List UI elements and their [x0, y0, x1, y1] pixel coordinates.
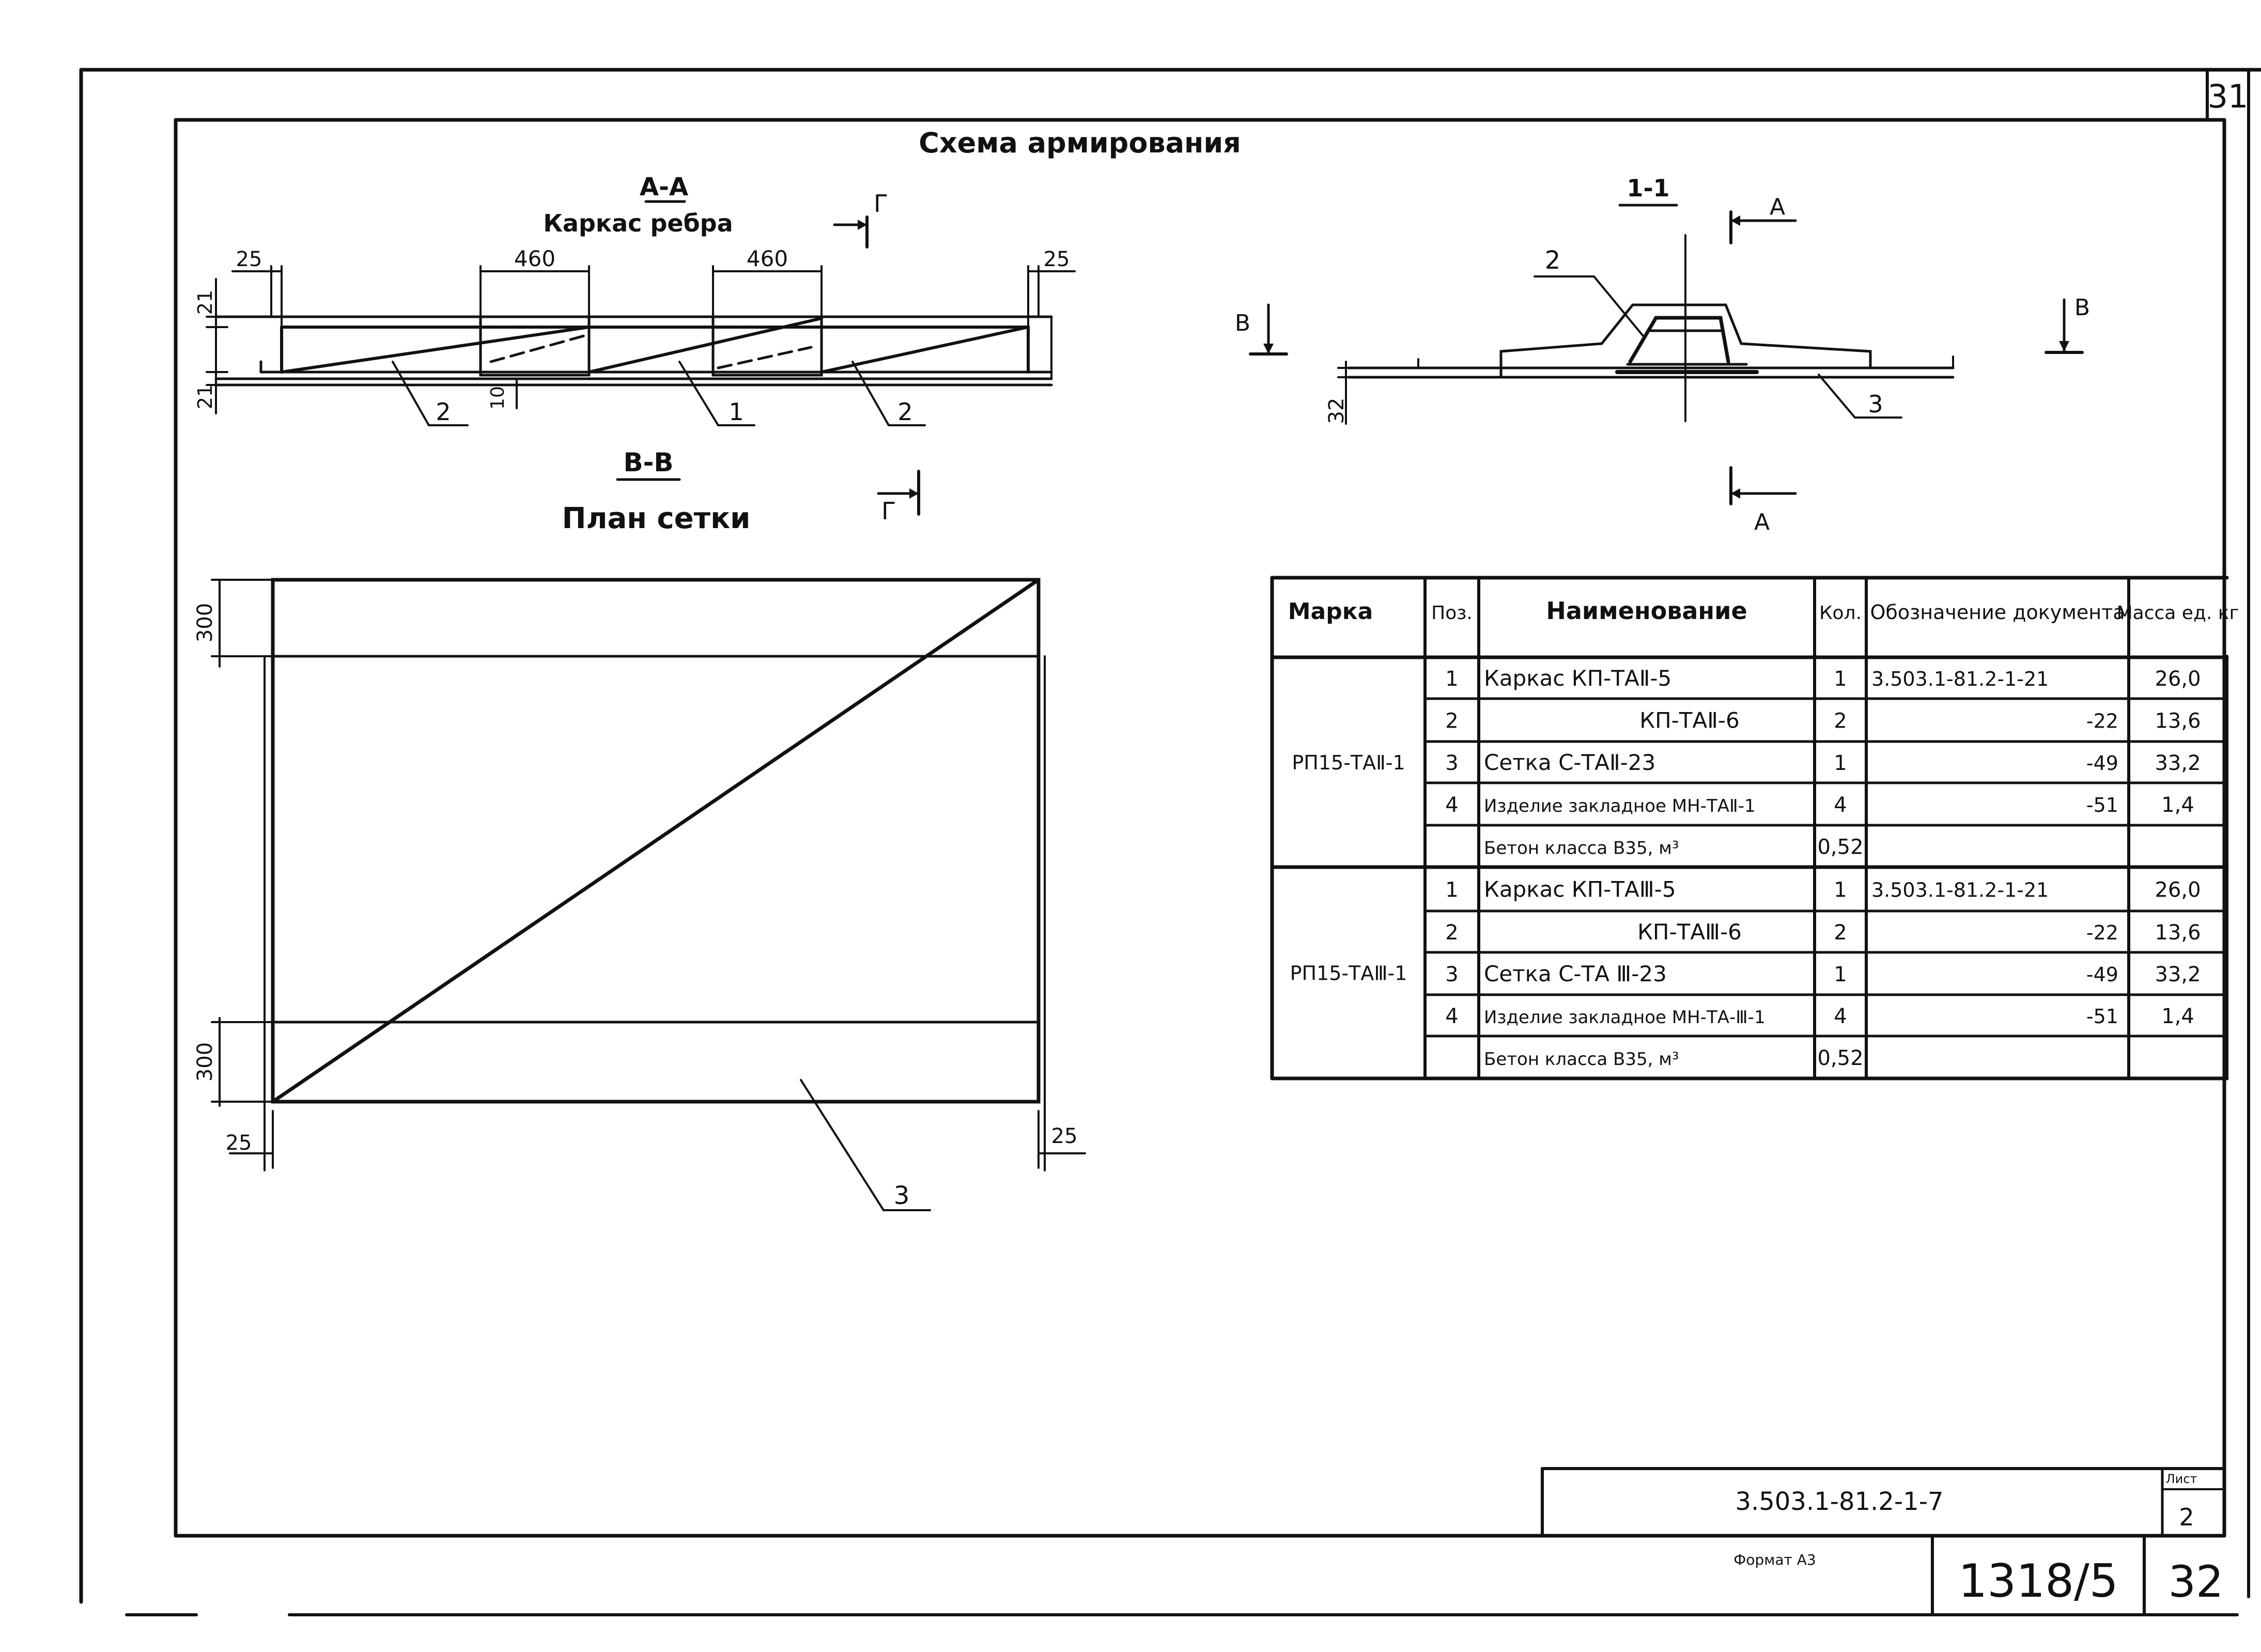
aa-dim-right: 25 [1044, 248, 1070, 271]
spec-pos: 2 [1445, 921, 1458, 945]
spec-name: Сетка С-ТА Ⅲ-23 [1484, 961, 1667, 986]
spec-pos: 3 [1445, 751, 1458, 775]
spec-name: Каркас КП-ТАⅢ-5 [1484, 877, 1676, 902]
spec-qty: 4 [1834, 793, 1847, 817]
aa-dim-h-top: 21 [194, 290, 216, 315]
spec-pos: 1 [1445, 667, 1458, 691]
spec-mass: 1,4 [2161, 793, 2194, 817]
spec-qty: 0,52 [1817, 836, 1863, 859]
title-sheet-no: 2 [2179, 1503, 2194, 1531]
aa-dim-seg2: 460 [747, 246, 788, 271]
spec-doc: -51 [2086, 1005, 2118, 1028]
cut-g-top: Г [833, 190, 888, 249]
aa-callout-2b: 2 [897, 398, 912, 426]
spec-qty: 0,52 [1817, 1046, 1863, 1070]
spec-mark: РП15-ТАⅡ-1 [1292, 751, 1405, 774]
aa-dim-left: 25 [236, 248, 262, 271]
spec-doc: 3.503.1-81.2-1-21 [1871, 879, 2049, 902]
th-qty: Кол. [1819, 603, 1862, 624]
title-page: 32 [2169, 1556, 2224, 1607]
th-mass: Масса ед. кг [2117, 603, 2239, 624]
spec-qty: 2 [1834, 921, 1847, 945]
th-doc: Обозначение документа [1870, 601, 2125, 624]
spec-mass: 33,2 [2155, 751, 2201, 775]
vv-dim-left: 25 [226, 1131, 252, 1155]
spec-mass: 13,6 [2155, 921, 2201, 945]
cut-g-bottom-label: Г [881, 497, 896, 525]
title-format: Формат А3 [1733, 1551, 1816, 1568]
aa-dim-seg1: 460 [514, 246, 555, 271]
spec-table-body: РП15-ТАⅡ-1 1 Каркас КП-ТАⅡ-5 1 3.503.1-81.2-… [1290, 666, 2201, 1070]
spec-mass: 1,4 [2161, 1005, 2194, 1028]
vv-dim-top: 300 [193, 603, 217, 642]
th-mark: Марка [1288, 598, 1373, 625]
spec-name: Бетон класса В35, м³ [1484, 838, 1679, 859]
spec-pos: 2 [1445, 709, 1458, 733]
spec-doc: -49 [2086, 963, 2118, 986]
aa-callout-2a: 2 [436, 398, 451, 426]
section-aa: А-А Каркас ребра 25 [194, 173, 1076, 426]
spec-name: Изделие закладное МН-ТА-Ⅲ-1 [1484, 1007, 1766, 1028]
vv-dim-right: 25 [1051, 1124, 1078, 1148]
s11-cut-b-left: В [1235, 310, 1250, 336]
spec-mass: 26,0 [2155, 878, 2201, 902]
th-pos: Поз. [1431, 603, 1473, 624]
spec-pos: 4 [1445, 793, 1458, 817]
sheet-frame [79, 68, 2261, 1616]
s11-dim-32: 32 [1325, 398, 1349, 424]
spec-qty: 1 [1834, 751, 1847, 775]
spec-name: КП-ТАⅡ-6 [1639, 708, 1740, 733]
drawing-title: Схема армирования [919, 127, 1241, 159]
section-11-label: 1-1 [1627, 174, 1669, 202]
title-album: 1318/5 [1958, 1554, 2118, 1608]
spec-name: Изделие закладное МН-ТАⅡ-1 [1484, 796, 1756, 816]
spec-doc: -22 [2086, 921, 2118, 944]
spec-name: Каркас КП-ТАⅡ-5 [1484, 666, 1671, 691]
spec-pos: 1 [1445, 878, 1458, 902]
section-aa-caption: Каркас ребра [543, 209, 733, 237]
spec-table: Марка Поз. Наименование Кол. Обозначение… [1270, 576, 2239, 1080]
spec-qty: 2 [1834, 709, 1847, 733]
spec-pos: 3 [1445, 963, 1458, 986]
spec-mass: 26,0 [2155, 667, 2201, 691]
aa-callout-1: 1 [729, 398, 744, 426]
title-block: 3.503.1-81.2-1-7 Лист 2 Формат А3 1318/5… [1541, 1467, 2226, 1616]
th-name: Наименование [1546, 597, 1747, 625]
spec-qty: 1 [1834, 963, 1847, 986]
spec-mass: 13,6 [2155, 709, 2201, 733]
section-11: 1-1 32 2 3 А А [1235, 174, 2090, 535]
vv-callout-3: 3 [894, 1181, 910, 1210]
cut-g-bottom: Г [877, 470, 920, 525]
spec-doc: -22 [2086, 710, 2118, 733]
sheet-corner-number: 31 [2208, 78, 2249, 115]
spec-qty: 4 [1834, 1005, 1847, 1028]
s11-cut-a-top: А [1770, 194, 1785, 220]
spec-mark: РП15-ТАⅢ-1 [1290, 962, 1407, 985]
spec-name: Сетка С-ТАⅡ-23 [1484, 750, 1655, 775]
cut-g-top-label: Г [874, 190, 888, 218]
section-vv-caption: План сетки [562, 502, 751, 535]
spec-doc: -51 [2086, 794, 2118, 816]
section-vv: В-В План сетки 300 300 25 25 3 [193, 447, 1086, 1211]
aa-dim-h-small: 10 [487, 386, 508, 410]
spec-qty: 1 [1834, 878, 1847, 902]
spec-doc: 3.503.1-81.2-1-21 [1871, 668, 2049, 690]
vv-dim-bottom: 300 [193, 1042, 217, 1082]
spec-mass: 33,2 [2155, 963, 2201, 986]
s11-callout-3: 3 [1868, 390, 1883, 418]
spec-name: Бетон класса В35, м³ [1484, 1049, 1679, 1070]
section-vv-label: В-В [624, 447, 674, 477]
title-doc-code: 3.503.1-81.2-1-7 [1735, 1487, 1943, 1516]
spec-doc: -49 [2086, 752, 2118, 775]
s11-callout-2: 2 [1545, 246, 1561, 275]
aa-dim-h-bottom: 21 [194, 384, 216, 409]
title-sheet-label: Лист [2166, 1472, 2197, 1486]
s11-cut-a-bottom: А [1754, 509, 1770, 535]
s11-cut-b-right: В [2074, 295, 2090, 321]
section-aa-label: А-А [640, 173, 688, 202]
spec-qty: 1 [1834, 667, 1847, 691]
spec-pos: 4 [1445, 1005, 1458, 1028]
spec-name: КП-ТАⅢ-6 [1637, 919, 1742, 945]
